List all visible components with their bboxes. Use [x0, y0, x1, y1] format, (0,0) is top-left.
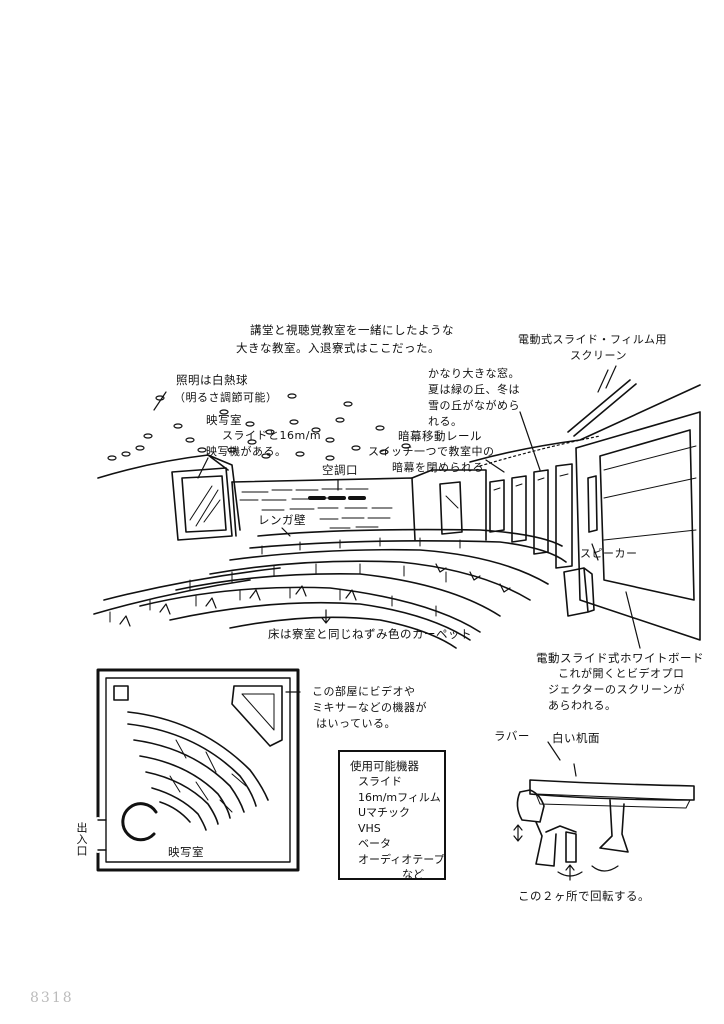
heading-line-1: 講堂と視聴覚教室を一緒にしたような	[250, 323, 454, 337]
equipment-item: Uマチック	[358, 806, 411, 819]
rotate-label: この２ヶ所で回転する。	[518, 889, 650, 903]
carpet-label: 床は寮室と同じねずみ色のカーペット	[268, 627, 472, 641]
curtain-rail	[479, 435, 601, 467]
window-label-1: かなり大きな窓。	[428, 367, 520, 380]
projection-room-label: 映写室	[206, 413, 242, 427]
ceiling-lights	[107, 393, 411, 461]
equipment-box: 使用可能機器 スライド 16m/mフィルム Uマチック VHS ベータ オーディ…	[338, 750, 446, 883]
desk-rows	[93, 528, 567, 649]
screen-label-sub: スクリーン	[570, 349, 627, 362]
room-note-1: この部屋にビデオや	[312, 685, 416, 698]
speaker-label: スピーカー	[580, 547, 638, 560]
equipment-title: 使用可能機器	[350, 759, 419, 773]
window-label-3: 雪の丘がながめら	[428, 399, 520, 412]
curtain-label-1: 暗幕移動レール	[398, 429, 482, 443]
whiteboard-label-4: あらわれる。	[548, 699, 617, 712]
plan-projection-label: 映写室	[168, 845, 204, 859]
projector-label-2: 映写機がある。	[206, 445, 287, 458]
room-note-2: ミキサーなどの機器が	[312, 701, 427, 714]
room-note-3: はいっている。	[316, 717, 396, 730]
page-number: 8318	[30, 990, 74, 1006]
right-wall	[411, 365, 701, 641]
window-label-4: れる。	[428, 415, 463, 428]
lighting-sub-label: （明るさ調節可能）	[174, 391, 278, 404]
screen-label-title: 電動式スライド・フィルム用	[518, 333, 668, 346]
entrance-label: 出入口	[75, 822, 88, 857]
whiteboard-label-3: ジェクターのスクリーンが	[548, 683, 686, 696]
floor-plan	[95, 668, 300, 872]
equipment-list: スライド 16m/mフィルム Uマチック VHS ベータ オーディオテープ など	[358, 774, 445, 883]
equipment-item: スライド	[358, 775, 402, 788]
projection-booth	[171, 467, 233, 541]
equipment-item: VHS	[358, 821, 381, 835]
heading-line-2: 大きな教室。入退寮式はここだった。	[236, 341, 440, 355]
rubber-label: ラバー	[494, 729, 530, 743]
equipment-item: 16m/mフィルム	[358, 790, 441, 804]
chair-detail	[513, 741, 695, 877]
equipment-item: ベータ	[358, 837, 391, 850]
projector-label-1: スライドと16m/m	[222, 429, 322, 442]
lighting-label: 照明は白熱球	[176, 373, 248, 387]
curtain-label-3: 暗幕を閉められる	[392, 461, 484, 474]
back-wall	[97, 454, 416, 541]
curtain-label-2: スイッチ一つで教室中の	[368, 445, 495, 458]
leader-lines	[153, 391, 641, 881]
aircon-label: 空調口	[322, 463, 358, 477]
whiteboard-label-1: 電動スライド式ホワイトボード	[536, 651, 704, 665]
equipment-item: など	[402, 868, 424, 881]
desk-top-label: 白い机面	[552, 731, 600, 745]
window-label-2: 夏は緑の丘、冬は	[428, 383, 520, 396]
equipment-item: オーディオテープ	[358, 852, 445, 866]
brick-wall-label: レンガ壁	[258, 513, 306, 527]
whiteboard-label-2: これが開くとビデオプロ	[558, 667, 685, 680]
